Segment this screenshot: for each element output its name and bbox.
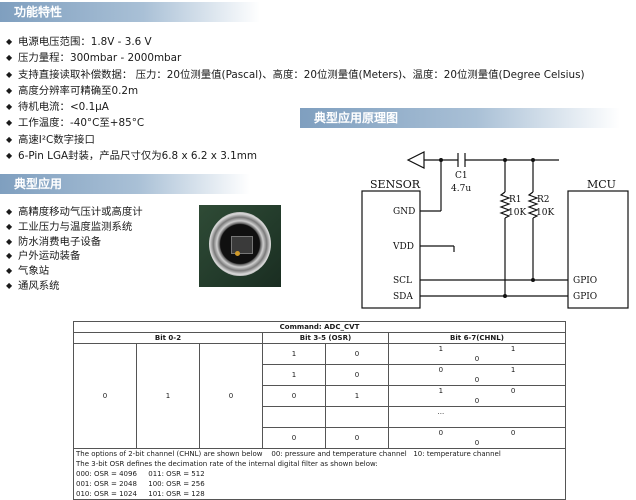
mcu-block	[567, 190, 629, 309]
table-cell: 0	[474, 376, 480, 384]
table-cell: 1	[438, 387, 444, 395]
col-bit35: Bit 3-5 (OSR)	[262, 332, 389, 344]
applications-list: 高精度移动气压计或高度计 工业压力与温度监测系统 防水消费电子设备 户外运动装备…	[6, 205, 143, 294]
table-cell: ...	[437, 408, 445, 416]
features-list: 电源电压范围：1.8V - 3.6 V 压力量程：300mbar - 2000m…	[6, 34, 585, 165]
table-cell: 0	[438, 429, 444, 437]
table-row: 0 1 1 0 0	[74, 385, 566, 407]
cap-name: C1	[455, 171, 468, 181]
osr-row: 001: OSR = 2048 100: OSR = 256	[73, 479, 566, 489]
sensor-label: SENSOR	[370, 178, 421, 191]
osr-option: 000: OSR = 4096	[76, 470, 137, 478]
table-cell: 1	[510, 366, 516, 374]
table-cell: 1	[262, 364, 326, 386]
osr-option: 011: OSR = 512	[148, 470, 205, 478]
pin-vdd: VDD	[392, 242, 414, 252]
r1-name: R1	[509, 195, 522, 205]
sensor-die-image	[231, 236, 253, 254]
pin-scl: SCL	[393, 276, 412, 286]
mcu-label: MCU	[587, 178, 616, 191]
table-cell: 0	[262, 427, 326, 449]
col-bit67: Bit 6-7(CHNL)	[388, 332, 566, 344]
application-item: 工业压力与温度监测系统	[6, 220, 143, 235]
table-cell: 1 0 0	[388, 385, 566, 407]
bit02-cell: 0	[73, 343, 137, 449]
ground-symbol	[406, 151, 425, 169]
osr-option: 010: OSR = 1024	[76, 490, 137, 498]
features-banner: 功能特性	[0, 2, 260, 22]
table-cell: ...	[388, 406, 566, 428]
feature-item: 压力量程：300mbar - 2000mbar	[6, 50, 585, 67]
table-cell: 0	[325, 427, 389, 449]
table-cell: 1	[262, 343, 326, 365]
feature-item: 工作温度：-40°C至+85°C	[6, 115, 585, 132]
table-cell: 0 0 0	[388, 427, 566, 449]
table-cell: 0	[510, 387, 516, 395]
table-cell: 0	[325, 364, 389, 386]
feature-item: 6-Pin LGA封装，产品尺寸仅为6.8 x 6.2 x 3.1mm	[6, 148, 585, 165]
feature-item: 待机电流：<0.1μA	[6, 99, 585, 116]
feature-item: 支持直接读取补偿数据： 压力：20位测量值(Pascal)、高度：20位测量值(…	[6, 67, 585, 84]
pin-gpio-2: GPIO	[573, 292, 597, 302]
application-item: 防水消费电子设备	[6, 235, 143, 250]
application-item: 高精度移动气压计或高度计	[6, 205, 143, 220]
chnl-intro: The options of 2-bit channel (CHNL) are …	[76, 450, 263, 458]
table-row: 0 0 0 0 0	[74, 427, 566, 449]
table-cell: 0	[474, 439, 480, 447]
application-item: 通风系统	[6, 279, 143, 294]
table-cell: 0	[474, 355, 480, 363]
table-cell	[325, 406, 389, 428]
table-cell	[262, 406, 326, 428]
application-schematic: SENSOR MCU C1 4.7u R1 10K R2 10K GND VDD…	[361, 151, 629, 309]
osr-intro: The 3-bit OSR defines the decimation rat…	[73, 459, 566, 469]
adc-command-table: Command: ADC_CVT Bit 0-2 Bit 3-5 (OSR) B…	[73, 321, 566, 500]
table-row: ...	[74, 406, 566, 428]
table-cell: 0	[438, 366, 444, 374]
application-item: 户外运动装备	[6, 249, 143, 264]
chnl-option-00: 00: pressure and temperature channel	[271, 450, 407, 458]
table-cell: 1	[438, 345, 444, 353]
bit02-cell: 0	[199, 343, 263, 449]
osr-row: 010: OSR = 1024 101: OSR = 128	[73, 489, 566, 500]
schematic-banner: 典型应用原理图	[300, 108, 620, 128]
chnl-option-10: 10: temperature channel	[413, 450, 501, 458]
sensor-bond-dot-image	[235, 251, 240, 256]
col-bit02: Bit 0-2	[73, 332, 263, 344]
pin-gpio-1: GPIO	[573, 276, 597, 286]
osr-option: 001: OSR = 2048	[76, 480, 137, 488]
feature-item: 高速I²C数字接口	[6, 132, 585, 149]
sensor-block	[361, 190, 421, 309]
r1-value: 10K	[508, 208, 526, 218]
table-row: 0 1 0 1 0 1 1 0	[73, 343, 566, 449]
osr-option: 101: OSR = 128	[148, 490, 205, 498]
r2-name: R2	[537, 195, 550, 205]
table-cell: 1	[510, 345, 516, 353]
bit02-cell: 1	[136, 343, 200, 449]
osr-row: 000: OSR = 4096 011: OSR = 512	[73, 469, 566, 479]
osr-option: 100: OSR = 256	[148, 480, 205, 488]
applications-banner: 典型应用	[0, 174, 250, 194]
table-cell: 1 1 0	[388, 343, 566, 365]
table-cell: 0	[325, 343, 389, 365]
sensor-photo	[199, 205, 281, 287]
chnl-note: The options of 2-bit channel (CHNL) are …	[73, 448, 566, 459]
r2-value: 10K	[536, 208, 554, 218]
feature-item: 高度分辨率可精确至0.2m	[6, 83, 585, 100]
cap-value: 4.7u	[451, 184, 471, 194]
table-cell: 0	[510, 429, 516, 437]
pin-sda: SDA	[393, 292, 413, 302]
command-header: Command: ADC_CVT	[73, 321, 566, 333]
resistor-r2	[527, 191, 539, 219]
table-cell: 0	[474, 397, 480, 405]
table-cell: 0	[262, 385, 326, 407]
feature-item: 电源电压范围：1.8V - 3.6 V	[6, 34, 585, 51]
table-cell: 1	[325, 385, 389, 407]
table-cell: 0 1 0	[388, 364, 566, 386]
application-item: 气象站	[6, 264, 143, 279]
pin-gnd: GND	[393, 207, 415, 217]
resistor-r1	[499, 191, 511, 219]
